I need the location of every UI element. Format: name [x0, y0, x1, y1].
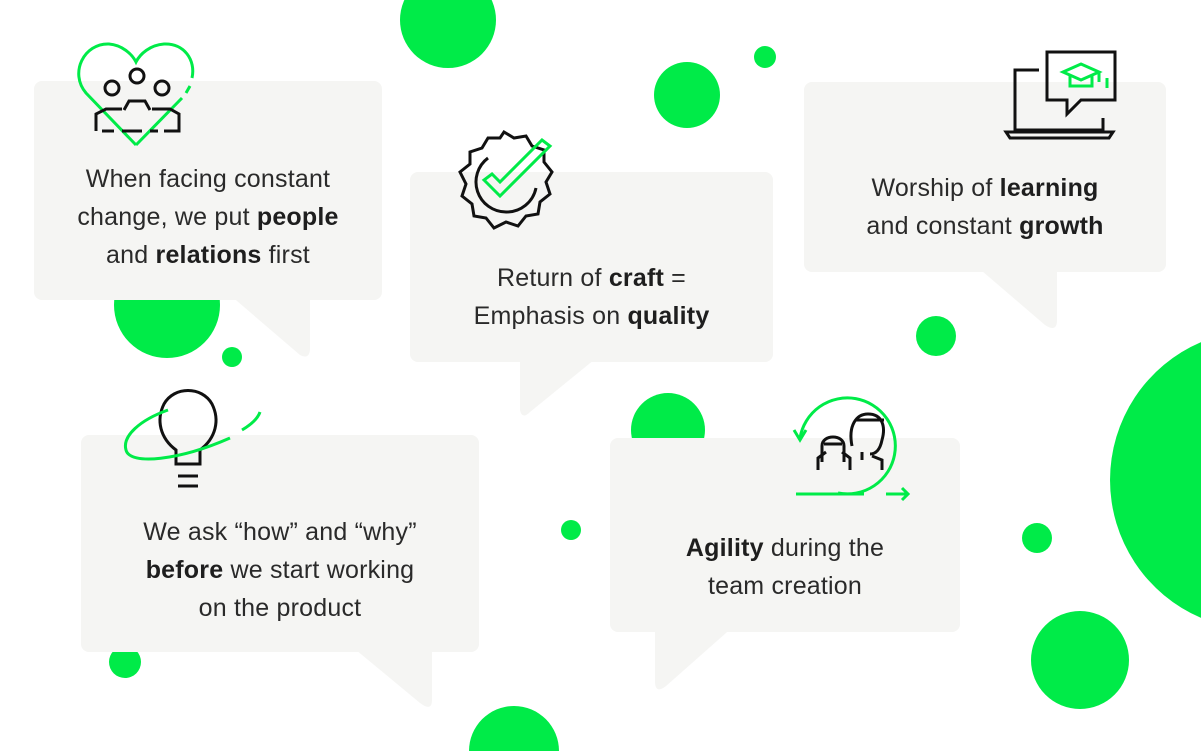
decor-dot — [916, 316, 956, 356]
emphasis-text: quality — [627, 302, 710, 330]
text-segment: we start working — [223, 556, 415, 584]
card-text-line: Return of craft = — [410, 259, 773, 297]
decor-dot — [1110, 342, 1201, 618]
text-segment: on the product — [198, 594, 362, 622]
card-text-line: on the product — [81, 589, 479, 627]
lightbulb-orbit-icon — [123, 389, 262, 488]
card-text-line: and constant growth — [804, 207, 1166, 245]
quality-badge-check-icon — [458, 129, 554, 230]
card-how-why — [81, 435, 479, 652]
emphasis-text: growth — [1019, 212, 1104, 240]
card-text-line: team creation — [610, 567, 960, 605]
decor-dot — [400, 0, 496, 68]
text-segment: first — [261, 241, 310, 269]
emphasis-text: before — [145, 556, 224, 584]
card-agility — [610, 438, 960, 632]
decor-dot — [1022, 523, 1052, 553]
text-segment: during the — [763, 534, 885, 562]
emphasis-text: people — [256, 203, 339, 231]
card-text-line: Agility during the — [610, 529, 960, 567]
text-segment: and constant — [866, 212, 1020, 240]
text-segment: When facing constant — [85, 165, 331, 193]
team-cycle-icon — [792, 396, 911, 502]
decor-dot — [469, 706, 559, 751]
card-text-line: change, we put people — [34, 198, 382, 236]
emphasis-text: Agility — [685, 534, 764, 562]
emphasis-text: learning — [999, 174, 1099, 202]
decor-dot — [109, 646, 141, 678]
text-segment: = — [664, 264, 686, 292]
card-text-line: and relations first — [34, 236, 382, 274]
card-people-relations — [34, 81, 382, 300]
text-segment: Return of — [497, 264, 609, 292]
text-segment: change, we put — [77, 203, 257, 231]
decor-dot — [561, 520, 581, 540]
emphasis-text: craft — [608, 264, 664, 292]
text-segment: Worship of — [871, 174, 1000, 202]
card-text-line: before we start working — [81, 551, 479, 589]
emphasis-text: relations — [155, 241, 262, 269]
card-learning-growth — [804, 82, 1166, 272]
card-text: When facing constant change, we put peopl… — [34, 160, 382, 274]
text-segment: team creation — [707, 572, 863, 600]
card-text-line: Worship of learning — [804, 169, 1166, 207]
card-text-line: When facing constant — [34, 160, 382, 198]
decor-dot — [222, 347, 242, 367]
card-text: Return of craft =Emphasis on quality — [410, 259, 773, 335]
laptop-graduation-icon — [1003, 50, 1117, 140]
card-text-line: We ask “how” and “why” — [81, 513, 479, 551]
text-segment: and — [106, 241, 156, 269]
text-segment: We ask “how” and “why” — [143, 518, 417, 546]
decor-dot — [654, 62, 720, 128]
heart-people-icon — [77, 42, 195, 147]
decor-dot — [1031, 611, 1129, 709]
card-text: Agility during the team creation — [610, 529, 960, 605]
text-segment: Emphasis on — [473, 302, 628, 330]
card-text-line: Emphasis on quality — [410, 297, 773, 335]
card-text: We ask “how” and “why” before we start wo… — [81, 513, 479, 627]
decor-dot — [754, 46, 776, 68]
